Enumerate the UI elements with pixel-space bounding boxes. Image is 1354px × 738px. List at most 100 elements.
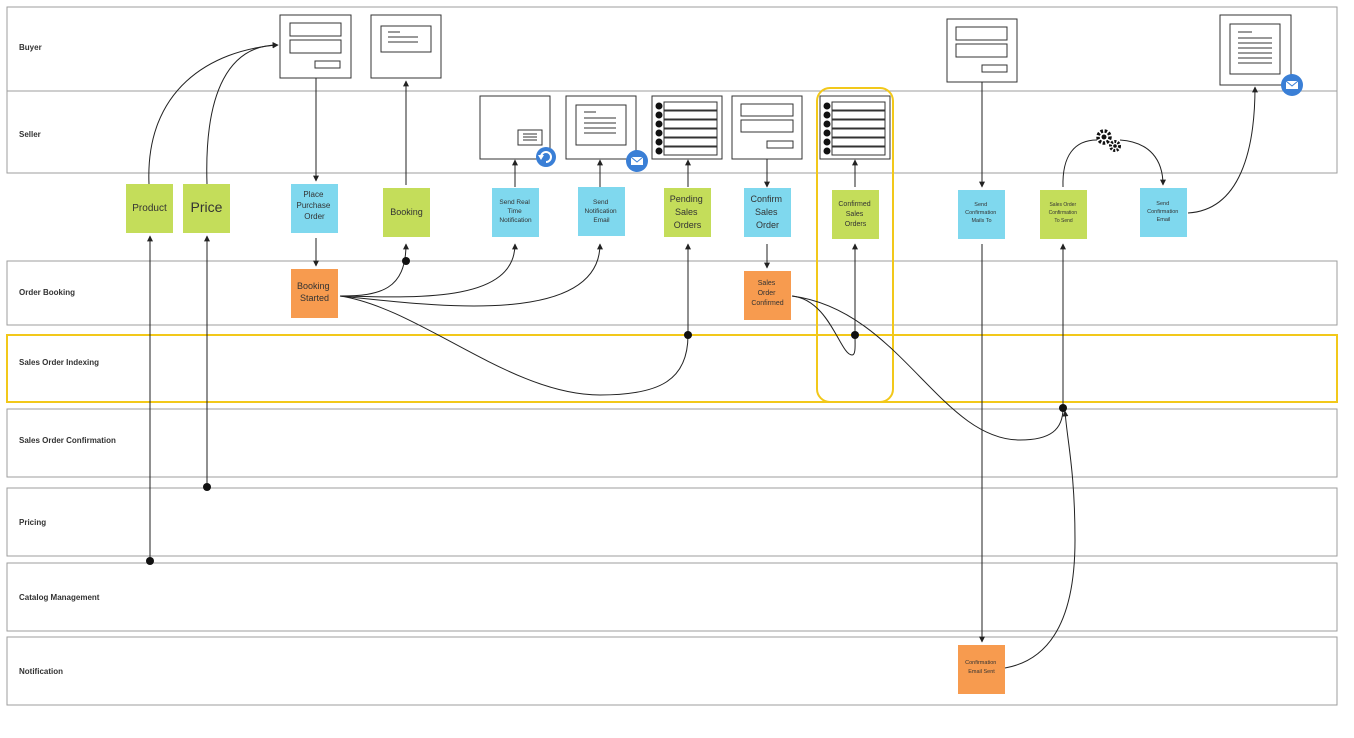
note-sales-order-confirmed[interactable]: Sales Order Confirmed [744,271,791,320]
flow-booking-started-to-email [339,243,603,307]
note-sales-order-confirmation-to-send[interactable]: Sales Order Confirmation To Send [1040,190,1087,239]
lane-label-sales-order-confirmation: Sales Order Confirmation [19,436,116,445]
note-line: Sales [758,280,776,287]
note-line: Order [758,290,777,297]
lane-seller [6,90,1338,174]
flow-price-to-form [206,42,279,185]
svg-text:Confirmation Email Sen: Confirmation Email Sent [965,660,998,675]
flow-booking-started-to-booking [339,243,409,297]
note-line: Order [304,212,325,221]
svg-text:Sales Order Co: Sales Order Confirmed [751,280,783,307]
note-product[interactable]: Product [126,184,173,233]
wireframe-realtime-notification [479,95,551,160]
note-line: Mails To [971,218,991,224]
note-line: Confirmed [751,300,783,307]
junction-pending-indexing [684,331,692,339]
note-line: Sales [755,207,778,217]
svg-text:Send Real Time: Send Real Time Notification [499,199,532,224]
note-confirmation-email-sent[interactable]: Confirmation Email Sent [958,645,1005,694]
note-send-real-time-notification[interactable]: Send Real Time Notification [492,188,539,237]
note-pending-sales-orders[interactable]: Pending Sales Orders [664,188,711,237]
wireframe-confirmation-email [1219,14,1292,86]
note-line: Send [593,199,609,206]
lane-catalog-management [6,562,1338,632]
lane-pricing [6,487,1338,557]
lane-label-sales-order-indexing: Sales Order Indexing [19,358,99,367]
svg-text:Send Confirmation: Send Confirmation Mails To [965,202,998,224]
note-confirm-sales-order[interactable]: Confirm Sales Order [744,188,791,237]
junction-confirmation [1059,404,1067,412]
svg-text:Place Purchase: Place Purchase Order [296,190,332,221]
svg-text:Booking Started: Booking Started [297,281,332,303]
note-booking-label: Booking [390,207,423,217]
wireframe-notification-email [565,95,637,160]
lane-label-order-booking: Order Booking [19,288,75,297]
note-line: Confirmation [1147,209,1178,215]
lane-notification [6,636,1338,706]
lane-label-buyer: Buyer [19,43,42,52]
note-line: To Send [1054,218,1073,224]
junction-pricing [203,483,211,491]
note-send-notification-email[interactable]: Send Notification Email [578,187,625,236]
note-line: Time [507,208,522,215]
note-confirmed-sales-orders[interactable]: Confirmed Sales Orders [832,190,879,239]
note-send-confirmation-mails-to[interactable]: Send Confirmation Mails To [958,190,1005,239]
mail-icon [626,150,648,172]
note-line: Email [593,217,610,224]
refresh-icon [536,147,556,167]
note-line: Order [756,220,779,230]
flow-booking-started-to-realtime [339,243,518,298]
svg-text:Confirm Sales: Confirm Sales Order [750,194,784,230]
note-line: Confirm [750,194,782,204]
note-line: Sales [846,211,864,218]
lane-label-catalog-management: Catalog Management [19,593,100,602]
note-line: Orders [674,220,702,230]
flow-sent-to-confirmation [1004,410,1076,669]
lane-label-seller: Seller [19,130,41,139]
junction-catalog [146,557,154,565]
note-line: Sales [675,207,698,217]
note-booking-started[interactable]: Booking Started [291,269,338,318]
note-line: Pending [670,194,703,204]
note-line: Notification [499,217,532,224]
wireframe-confirm-form [731,95,803,160]
flow-confirmed-event-to-confirmation [791,295,1064,441]
lane-label-notification: Notification [19,667,63,676]
note-line: Started [300,293,329,303]
svg-text:Sales Order Confirmati: Sales Order Confirmation To Send [1049,202,1079,224]
lane-sales-order-indexing [6,334,1338,403]
flow-confirmed-event-to-indexing [791,295,856,356]
note-line: Confirmation [1049,210,1078,216]
lane-label-pricing: Pricing [19,518,46,527]
note-line: Confirmation [965,210,996,216]
flow-to-send-to-gears [1062,139,1098,188]
flow-product-to-form [148,42,279,185]
wireframe-confirmed-orders-list [819,95,891,160]
note-line: Email Sent [968,669,995,675]
note-price[interactable]: Price [183,184,230,233]
highlight-confirmed-column [816,87,894,403]
note-line: Confirmed [838,201,870,208]
svg-text:Pending Sales: Pending Sales Orders [670,194,706,230]
svg-text:Confirmed Sales: Confirmed Sales Orders [838,201,872,228]
junction-confirmed-indexing [851,331,859,339]
lane-order-booking [6,260,1338,326]
note-send-confirmation-email[interactable]: Send Confirmation Email [1140,188,1187,237]
gears-icon [1096,129,1121,152]
mail-icon [1281,74,1303,96]
svg-text:Send Notification: Send Notification Email [585,199,619,224]
note-line: Booking [297,281,330,291]
flow-booking-started-to-indexing [339,295,689,396]
note-product-label: Product [132,203,167,214]
note-place-purchase-order[interactable]: Place Purchase Order [291,184,338,233]
note-line: Send Real [499,199,530,206]
wireframe-booking-document [370,14,442,79]
note-price-label: Price [191,199,223,215]
note-line: Email [1157,217,1171,223]
note-booking[interactable]: Booking [383,188,430,237]
note-line: Confirmation [965,660,996,666]
svg-text:Send Confirmation: Send Confirmation Email [1147,201,1180,223]
flow-send-email-to-document [1187,86,1258,214]
note-line: Orders [845,221,867,228]
